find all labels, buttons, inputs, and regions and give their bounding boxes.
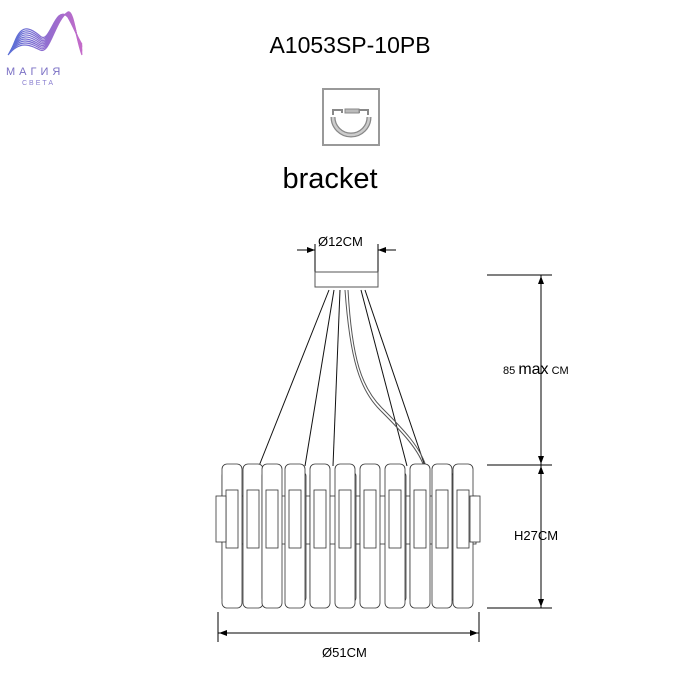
plate-clip bbox=[388, 489, 402, 549]
logo-waves-icon bbox=[7, 11, 83, 56]
plate-clip bbox=[288, 489, 302, 549]
logo-text: МАГИЯ bbox=[6, 66, 65, 78]
plate-clip bbox=[456, 489, 470, 549]
diameter-label: Ø51CM bbox=[322, 645, 367, 660]
plate-clip bbox=[246, 489, 260, 549]
plate-clip bbox=[413, 489, 427, 549]
logo-wave-line bbox=[12, 13, 83, 47]
plate-clip bbox=[363, 489, 377, 549]
end-clip-left bbox=[215, 495, 227, 543]
end-clip-right bbox=[469, 495, 481, 543]
max-drop-value: 85 bbox=[503, 365, 516, 377]
plate-clip bbox=[313, 489, 327, 549]
logo-subtext: СВЕТА bbox=[22, 80, 56, 87]
plate-clip bbox=[435, 489, 449, 549]
max-drop-unit: CM bbox=[551, 365, 569, 377]
bracket-icon bbox=[322, 88, 380, 146]
max-drop-word: max bbox=[518, 361, 549, 378]
canopy-diameter-label: Ø12CM bbox=[318, 234, 363, 249]
product-title: A1053SP-10PB bbox=[269, 32, 431, 58]
plate-clip bbox=[338, 489, 352, 549]
mount-label: bracket bbox=[282, 163, 378, 195]
plate-clip bbox=[225, 489, 239, 549]
dimension-lines bbox=[217, 244, 552, 642]
suspension-rods bbox=[258, 289, 429, 476]
height-label: H27CM bbox=[514, 528, 559, 543]
plate-clip bbox=[265, 489, 279, 549]
canopy bbox=[314, 271, 379, 288]
chandelier-body bbox=[215, 463, 481, 609]
max-drop-label: 85 max CM bbox=[503, 361, 569, 379]
